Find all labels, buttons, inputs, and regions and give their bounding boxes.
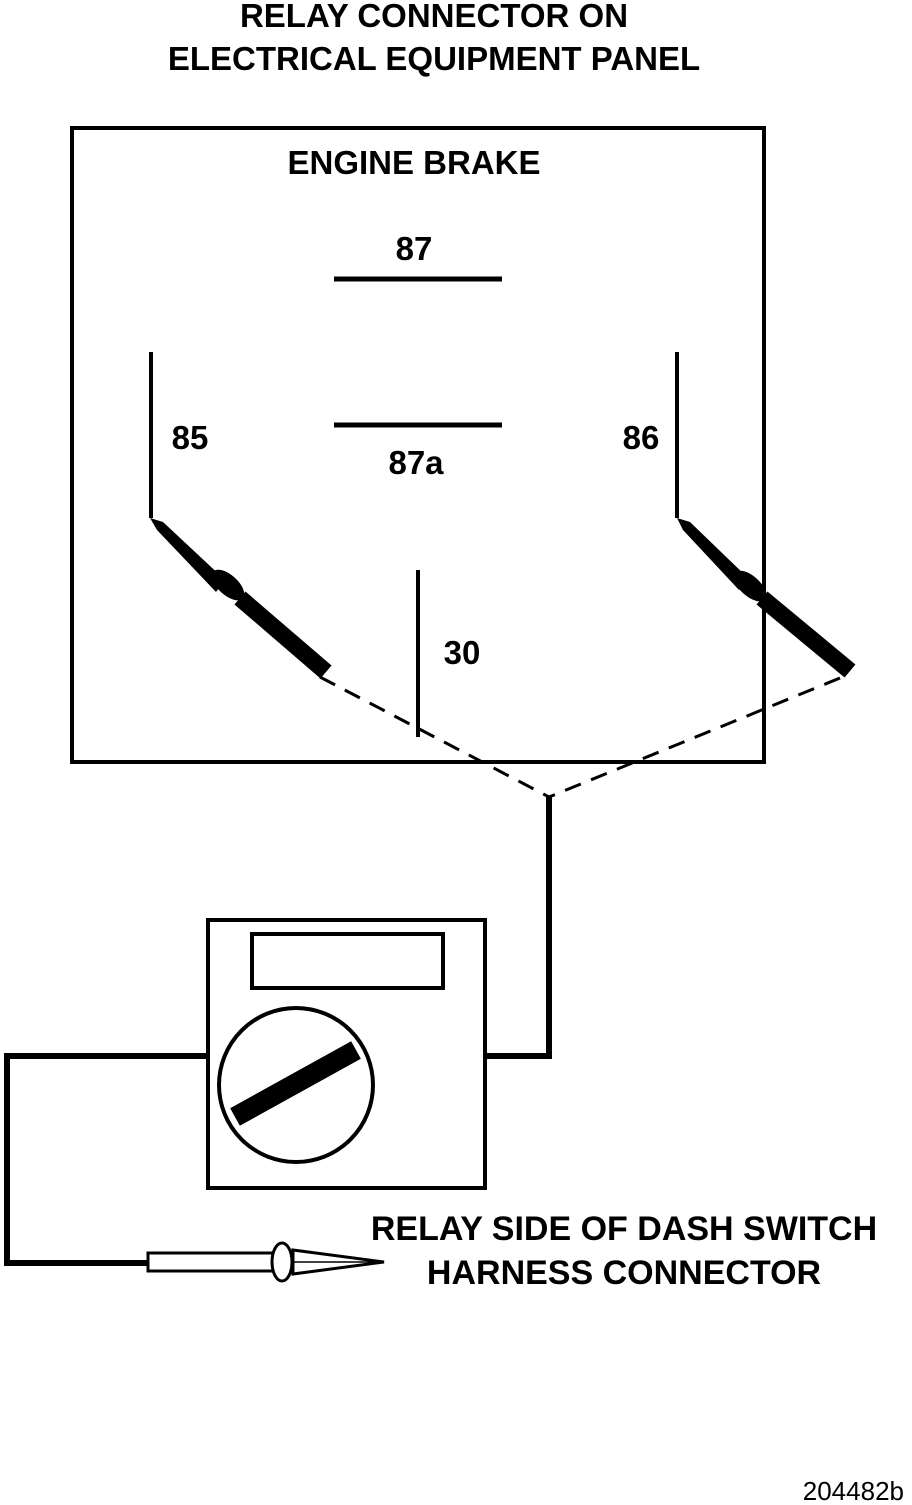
pin-30-label: 30	[444, 634, 481, 671]
left-probe-icon	[150, 518, 332, 679]
relay-name-label: ENGINE BRAKE	[287, 144, 540, 181]
pin-86-label: 86	[623, 419, 660, 456]
harness-callout-line2: HARNESS CONNECTOR	[427, 1254, 821, 1292]
right-probe-icon	[677, 518, 856, 678]
pin-87-label: 87	[396, 230, 433, 267]
meter-right-lead	[486, 797, 552, 1059]
dashed-lead-right	[548, 676, 841, 799]
meter-display	[250, 932, 445, 990]
harness-callout-line1: RELAY SIDE OF DASH SWITCH	[371, 1210, 877, 1248]
relay-connector-box	[70, 126, 766, 764]
figure-id: 204482b	[803, 1476, 904, 1505]
pin-87a-label: 87a	[388, 444, 444, 481]
diagram-title-line1: RELAY CONNECTOR ON	[240, 0, 628, 34]
pin-85-label: 85	[172, 419, 209, 456]
meter-left-lead	[4, 1053, 208, 1266]
dashed-lead-left	[319, 675, 550, 799]
multimeter-icon	[206, 918, 487, 1190]
diagram-title-line2: ELECTRICAL EQUIPMENT PANEL	[168, 40, 700, 77]
test-probe-icon	[146, 1241, 385, 1283]
meter-selector-pointer	[230, 1041, 361, 1126]
